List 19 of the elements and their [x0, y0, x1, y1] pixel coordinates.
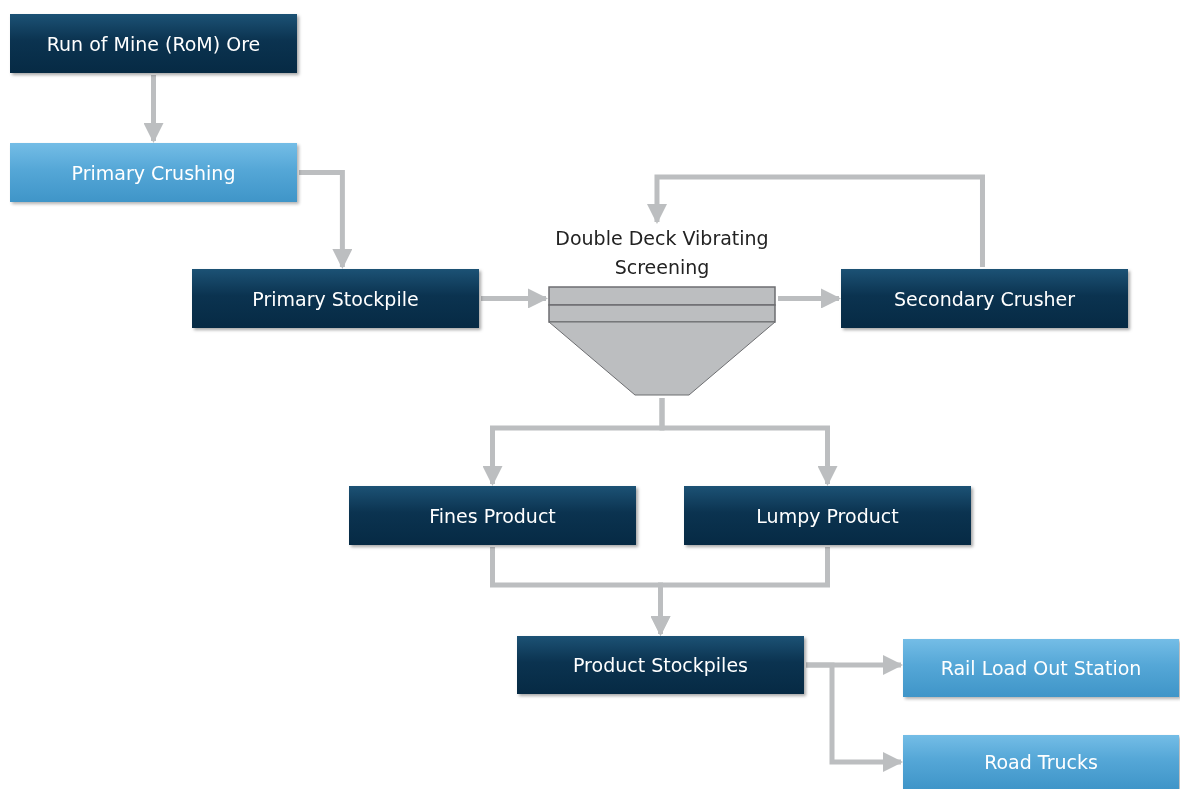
process-box: Lumpy Product	[684, 486, 971, 545]
process-box: Primary Stockpile	[192, 269, 479, 328]
arrow	[778, 288, 841, 309]
arrow	[650, 547, 830, 636]
arrow	[299, 170, 353, 269]
process-box: Rail Load Out Station	[903, 639, 1179, 697]
arrow	[647, 174, 985, 267]
process-box: Road Trucks	[903, 735, 1179, 789]
arrow	[481, 288, 548, 309]
process-box: Secondary Crusher	[841, 269, 1128, 328]
process-box: Fines Product	[349, 486, 636, 545]
process-box: Product Stockpiles	[517, 636, 804, 694]
arrow	[659, 398, 838, 486]
screen-label: Double Deck Vibrating Screening	[554, 226, 770, 280]
arrow	[806, 662, 903, 772]
arrow	[806, 655, 903, 675]
process-box: Primary Crushing	[10, 143, 297, 202]
arrow	[143, 75, 164, 143]
process-box: Run of Mine (RoM) Ore	[10, 14, 297, 73]
